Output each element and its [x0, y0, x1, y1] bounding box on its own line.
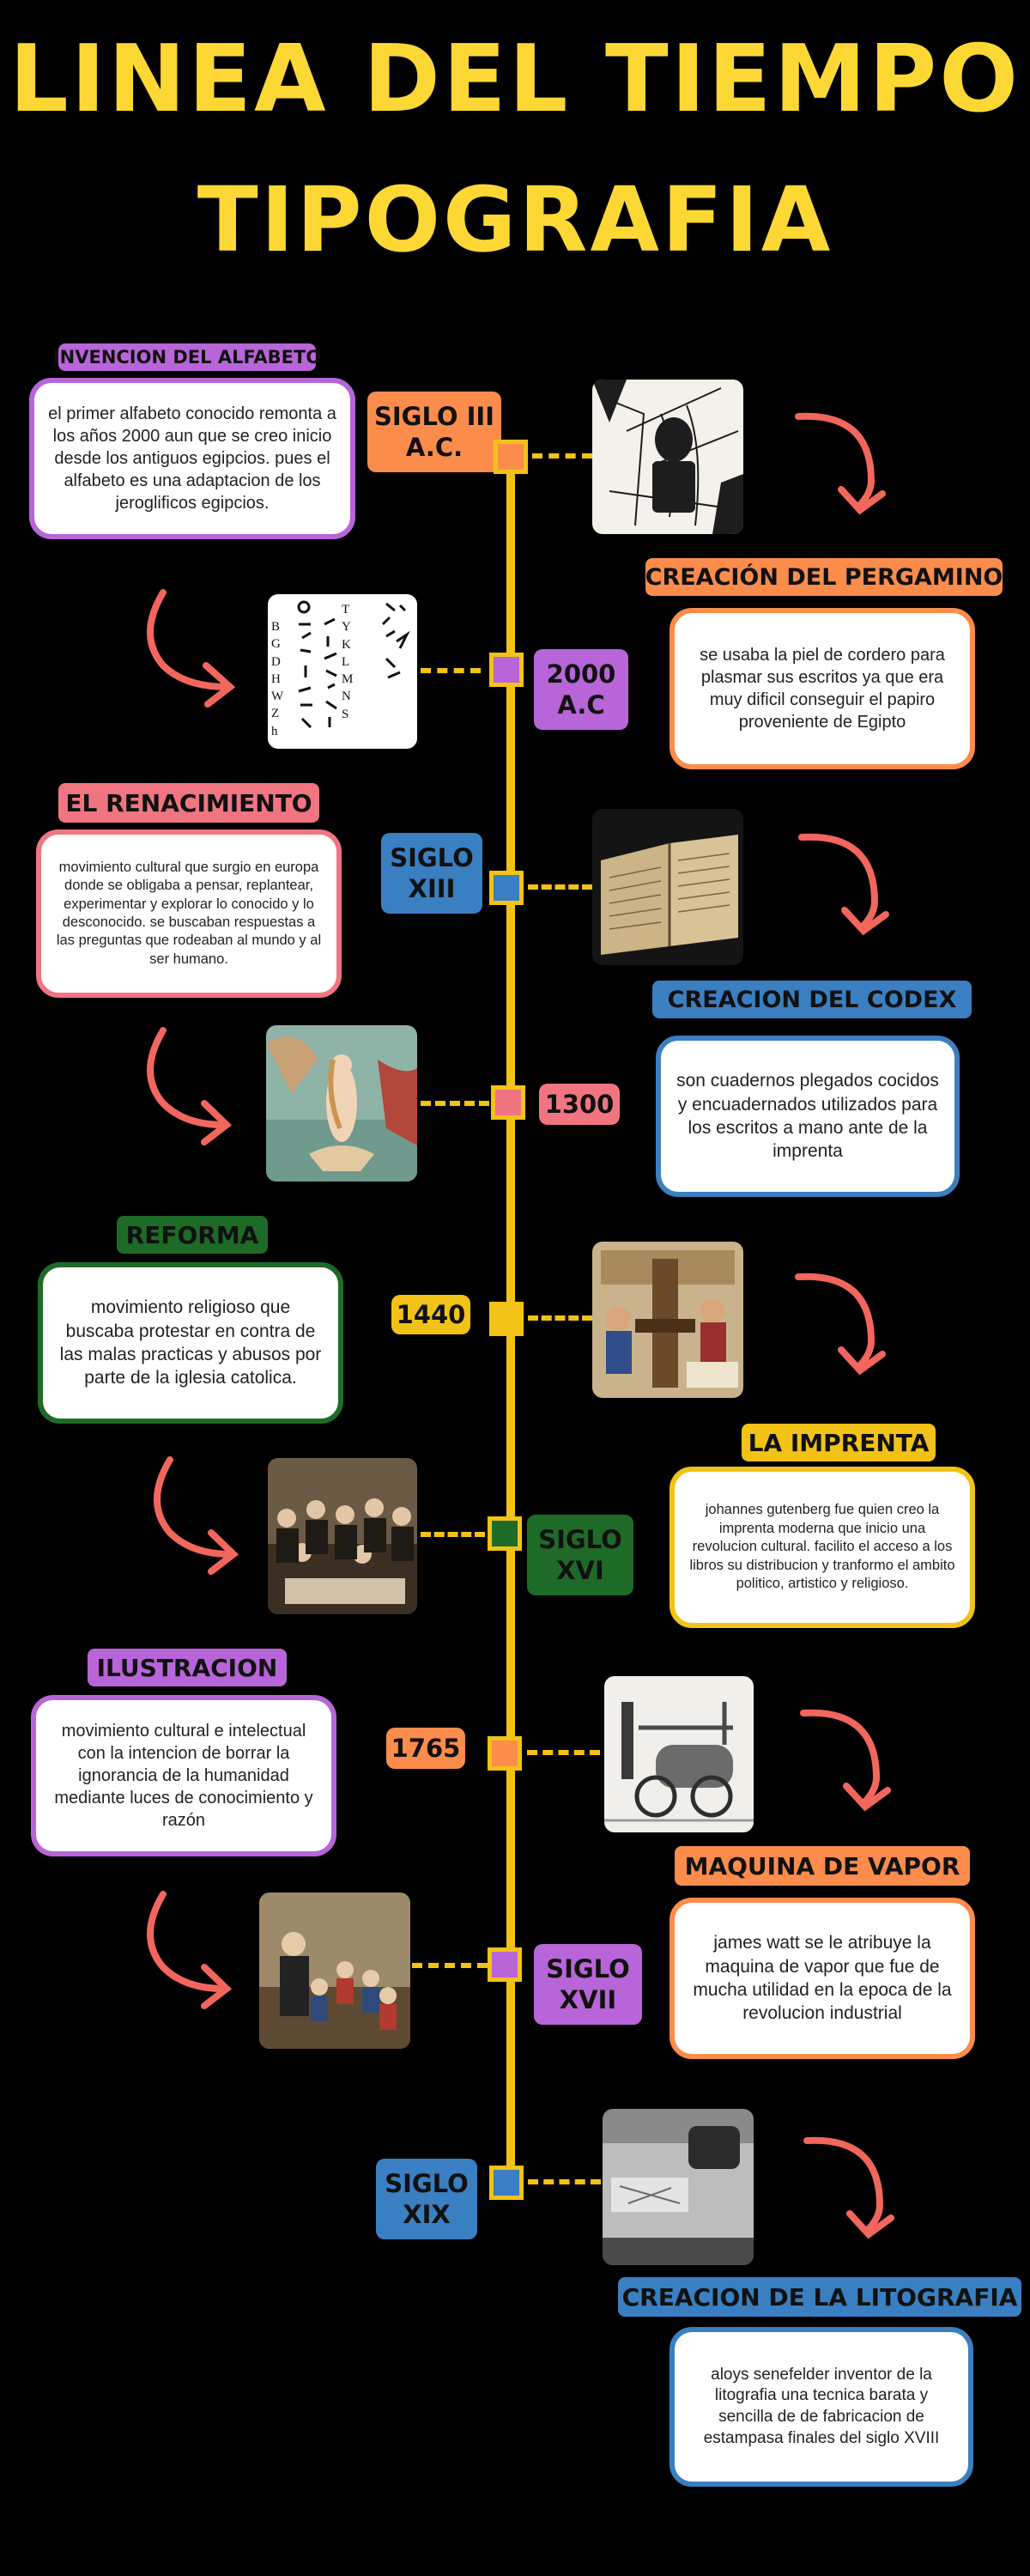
date-badge-1765: 1765 [386, 1728, 465, 1769]
event-card-maquina-vapor: james watt se le atribuye la maquina de … [670, 1898, 975, 2059]
date-badge-siglo-iii: SIGLO III A.C. [367, 392, 501, 472]
timeline-node-4 [491, 1085, 525, 1120]
curved-arrow-down-4 [795, 1700, 898, 1820]
event-card-renacimiento: movimiento cultural que surgio en europa… [36, 829, 342, 998]
event-label-alfabeto: INVENCION DEL ALFABETO [53, 343, 321, 371]
timeline-node-2 [489, 653, 524, 687]
curved-arrow-down-1 [790, 404, 893, 524]
timeline-node-8 [488, 1947, 522, 1982]
connector-9 [528, 2179, 601, 2184]
date-badge-siglo-xvi: SIGLO XVI [527, 1515, 633, 1595]
image-reformers-painting [268, 1458, 417, 1614]
image-steam-engine [604, 1676, 754, 1832]
curved-arrow-right-2 [137, 1022, 240, 1145]
event-card-codex: son cuadernos plegados cocidos y encuade… [656, 1036, 960, 1197]
image-codex-book [592, 809, 743, 965]
event-label-reforma: REFORMA [117, 1216, 268, 1254]
image-lithograph-press [603, 2109, 754, 2265]
event-card-pergamino: se usaba la piel de cordero para plasmar… [670, 608, 975, 769]
connector-6 [421, 1532, 485, 1537]
event-label-renacimiento: EL RENACIMIENTO [58, 783, 319, 823]
date-badge-1300: 1300 [539, 1084, 620, 1125]
title-line-1: LINEA DEL TIEMPO [9, 26, 1021, 133]
timeline-node-1 [494, 440, 528, 474]
event-label-litografia: CREACION DE LA LITOGRAFIA [618, 2277, 1021, 2317]
curved-arrow-down-5 [798, 2128, 901, 2248]
timeline-node-9 [489, 2166, 524, 2200]
title-line-2: TIPOGRAFIA [197, 167, 833, 272]
connector-2 [421, 668, 481, 673]
event-card-litografia: aloys senefelder inventor de la litograf… [670, 2327, 973, 2487]
curved-arrow-down-2 [793, 824, 896, 945]
image-ancient-alphabet: B G D H W Z h T Y K L M N S [268, 594, 417, 749]
date-badge-siglo-xix: SIGLO XIX [376, 2159, 477, 2239]
image-printing-press [592, 1242, 743, 1398]
date-badge-siglo-xvii: SIGLO XVII [534, 1944, 642, 2025]
connector-4 [421, 1101, 489, 1106]
alphabet-col-1: B G D H W Z h [271, 620, 284, 738]
image-birth-of-venus [266, 1025, 417, 1182]
event-card-imprenta: johannes gutenberg fue quien creo la imp… [670, 1467, 975, 1628]
event-label-imprenta: LA IMPRENTA [742, 1424, 936, 1461]
event-label-codex: CREACION DEL CODEX [652, 981, 972, 1018]
timeline-node-6 [488, 1516, 522, 1551]
connector-1 [532, 453, 592, 459]
date-badge-siglo-xiii: SIGLO XIII [381, 833, 482, 914]
timeline-node-3 [489, 871, 524, 905]
image-classroom-painting [259, 1893, 410, 2049]
connector-7 [527, 1750, 600, 1755]
event-card-ilustracion: movimiento cultural e intelectual con la… [31, 1695, 336, 1856]
curved-arrow-right-1 [137, 584, 240, 708]
timeline-node-7 [488, 1736, 522, 1771]
connector-5 [528, 1315, 592, 1321]
image-woodcut-scribe [592, 380, 743, 534]
event-label-pergamino: CREACIÓN DEL PERGAMINO [645, 558, 1003, 596]
event-label-ilustracion: ILUSTRACION [88, 1649, 287, 1686]
curved-arrow-right-3 [144, 1451, 247, 1575]
curved-arrow-down-3 [790, 1264, 893, 1384]
event-card-reforma: movimiento religioso que buscaba protest… [38, 1262, 343, 1424]
curved-arrow-right-4 [137, 1886, 240, 2009]
date-badge-1440: 1440 [391, 1295, 470, 1334]
event-label-maquina-vapor: MAQUINA DE VAPOR [675, 1846, 970, 1886]
connector-8 [412, 1963, 488, 1968]
timeline-node-5 [489, 1302, 524, 1336]
date-badge-2000-ac: 2000 A.C [534, 649, 628, 730]
event-card-alfabeto: el primer alfabeto conocido remonta a lo… [29, 378, 355, 539]
alphabet-col-2: T Y K L M N S [342, 603, 354, 721]
connector-3 [528, 884, 592, 890]
